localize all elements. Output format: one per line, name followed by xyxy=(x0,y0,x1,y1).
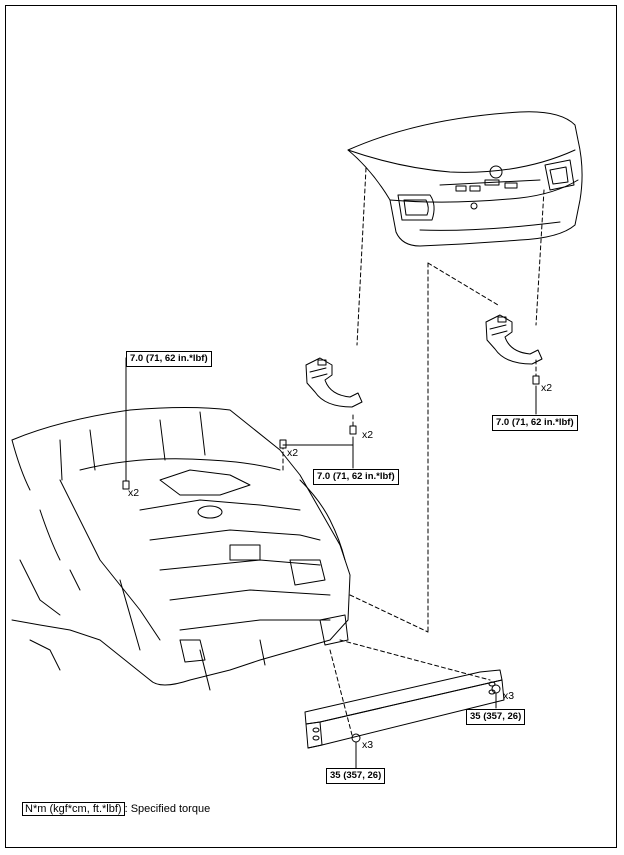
right-trunk-hinge xyxy=(485,314,543,365)
qty-right-bolt: x2 xyxy=(541,382,553,394)
qty-nut-bottom: x3 xyxy=(362,739,374,751)
legend-description: : Specified torque xyxy=(124,803,211,815)
diagram-frame xyxy=(5,5,617,848)
torque-callout-reinforcement-bottom: 35 (357, 26) xyxy=(326,768,386,784)
qty-center-bolt-b: x2 xyxy=(287,447,299,459)
qty-nut-right: x3 xyxy=(503,690,515,702)
torque-legend: N*m (kgf*cm, ft.*lbf): Specified torque xyxy=(22,802,211,816)
vehicle-body xyxy=(11,407,351,691)
left-trunk-hinge xyxy=(305,357,363,408)
torque-callout-left: 7.0 (71, 62 in.*lbf) xyxy=(126,351,212,367)
qty-center-bolt-a: x2 xyxy=(362,429,374,441)
bumper-reinforcement xyxy=(304,669,505,749)
torque-callout-center: 7.0 (71, 62 in.*lbf) xyxy=(313,469,399,485)
callout-leaders xyxy=(125,357,537,769)
torque-callout-right: 7.0 (71, 62 in.*lbf) xyxy=(492,415,578,431)
trunk-lid xyxy=(347,111,583,247)
legend-units-box: N*m (kgf*cm, ft.*lbf) xyxy=(22,802,125,816)
torque-callout-reinforcement-right: 35 (357, 26) xyxy=(466,709,526,725)
alignment-lines xyxy=(125,167,545,736)
qty-left-bolt: x2 xyxy=(128,487,140,499)
